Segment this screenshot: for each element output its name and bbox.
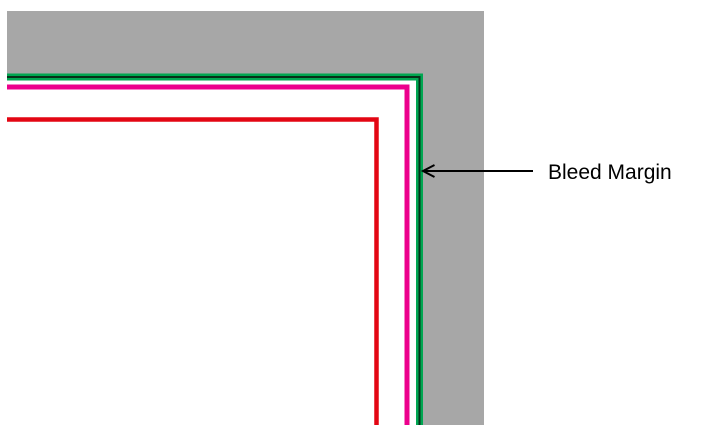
bleed-margin-label: Bleed Margin xyxy=(548,161,672,184)
annotation-arrowhead-icon xyxy=(420,164,435,178)
safety-margin-line xyxy=(7,117,379,425)
trim-line xyxy=(7,84,410,425)
page-edge-line xyxy=(7,76,421,425)
page-surface xyxy=(7,73,423,425)
